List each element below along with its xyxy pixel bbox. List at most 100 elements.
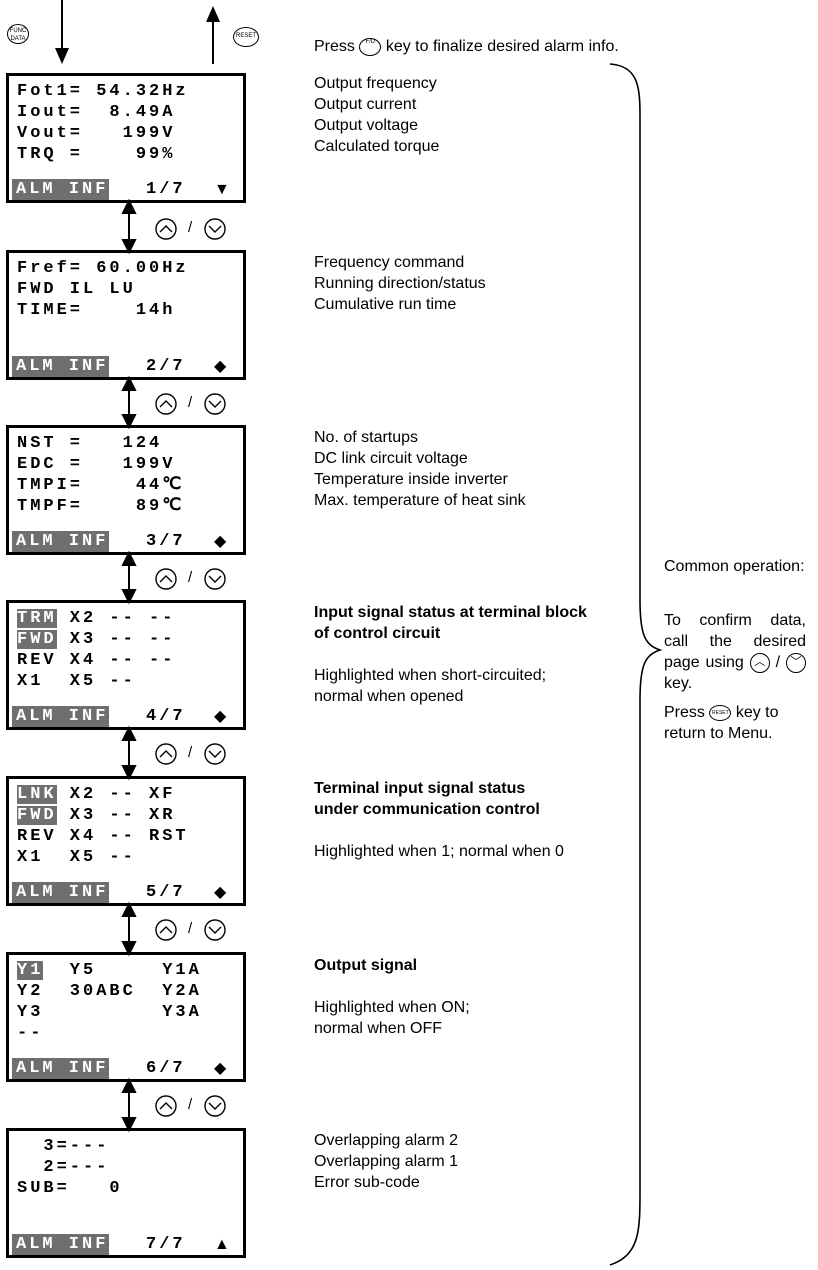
lcd-line: TIME= 14h — [17, 301, 176, 320]
lcd-line: LNK X2 -- XF — [17, 785, 175, 804]
down-indicator-icon: ▼ — [214, 181, 230, 198]
common-slash: / — [775, 654, 781, 671]
desc-title: Terminal input signal status — [314, 780, 526, 797]
diamond-indicator-icon: ◆ — [214, 533, 227, 550]
func-data-key-label: FUNC DATA — [9, 28, 27, 42]
status-bar: ALM INF 3/7 ◆ — [12, 531, 239, 552]
description-1: Output frequency Output current Output v… — [314, 73, 439, 157]
lcd-line: FWD X3 -- -- — [17, 630, 176, 649]
lcd-line: REV X4 -- -- — [17, 651, 176, 670]
nav-separator: / — [188, 394, 193, 411]
highlighted-terminal: LNK — [17, 785, 57, 804]
lcd-screen-5: LNK X2 -- XF FWD X3 -- XR REV X4 -- RST … — [6, 776, 246, 906]
page-number: 6/7 — [146, 1059, 186, 1078]
reset-key-small-icon: RESET — [709, 704, 732, 721]
common-reset-instruction: Press RESET key to return to Menu. — [664, 702, 806, 744]
lcd-text: X2 -- -- — [56, 609, 176, 628]
reset-key-icon[interactable]: RESET — [233, 27, 259, 47]
desc-line: Running direction/status — [314, 275, 486, 292]
desc-line: normal when opened — [314, 688, 464, 705]
desc-line: Overlapping alarm 2 — [314, 1132, 459, 1149]
desc-line: Calculated torque — [314, 138, 440, 155]
nav-keys-6: / — [155, 1094, 235, 1123]
description-5: Terminal input signal status under commu… — [314, 778, 564, 862]
page-number: 5/7 — [146, 883, 186, 902]
desc-line: Cumulative run time — [314, 296, 457, 313]
lcd-line: FWD X3 -- XR — [17, 806, 175, 825]
status-bar: ALM INF 7/7 ▲ — [12, 1234, 239, 1255]
lcd-screen-6: Y1 Y5 Y1A Y2 30ABC Y2A Y3 Y3A -- ALM INF… — [6, 952, 246, 1082]
common-operation-title: Common operation: — [664, 558, 805, 575]
desc-line: Temperature inside inverter — [314, 471, 508, 488]
lcd-line: Y2 30ABC Y2A — [17, 982, 202, 1001]
alm-inf-label: ALM INF — [12, 531, 110, 552]
down-key-icon — [204, 218, 226, 240]
lcd-line: Iout= 8.49A — [17, 103, 176, 122]
nav-keys-4: / — [155, 742, 235, 771]
nav-keys-3: / — [155, 567, 235, 596]
page-number: 4/7 — [146, 707, 186, 726]
description-6: Output signal Highlighted when ON; norma… — [314, 955, 470, 1039]
lcd-screen-7: 3=--- 2=--- SUB= 0 ALM INF 7/7 ▲ — [6, 1128, 246, 1258]
description-7: Overlapping alarm 2 Overlapping alarm 1 … — [314, 1130, 458, 1193]
desc-line: Overlapping alarm 1 — [314, 1153, 459, 1170]
lcd-line: NST = 124 — [17, 434, 163, 453]
highlighted-terminal: FWD — [17, 806, 57, 825]
lcd-line: EDC = 199V — [17, 455, 176, 474]
instruction-pre: Press — [314, 38, 355, 55]
nav-keys-5: / — [155, 918, 235, 947]
down-key-icon — [204, 919, 226, 941]
lcd-line: X1 X5 -- — [17, 848, 136, 867]
desc-line: Highlighted when short-circuited; — [314, 667, 547, 684]
status-bar: ALM INF 5/7 ◆ — [12, 882, 239, 903]
alm-inf-label: ALM INF — [12, 706, 110, 727]
lcd-text: X3 -- -- — [56, 630, 176, 649]
lcd-line: 2=--- — [17, 1158, 110, 1177]
common-line-1: To confirm data, call the desired page u… — [664, 612, 806, 671]
nav-separator: / — [188, 744, 193, 761]
alm-inf-label: ALM INF — [12, 882, 110, 903]
alm-inf-label: ALM INF — [12, 1058, 110, 1079]
common-line-3-post: key to return to Menu. — [664, 704, 779, 742]
description-4: Input signal status at terminal block of… — [314, 602, 587, 707]
status-bar: ALM INF 2/7 ◆ — [12, 356, 239, 377]
lcd-line: FWD IL LU — [17, 280, 136, 299]
page-number: 3/7 — [146, 532, 186, 551]
lcd-screen-4: TRM X2 -- -- FWD X3 -- -- REV X4 -- -- X… — [6, 600, 246, 730]
desc-title: under communication control — [314, 801, 540, 818]
up-key-icon — [155, 393, 177, 415]
desc-line: normal when OFF — [314, 1020, 443, 1037]
highlighted-terminal: TRM — [17, 609, 57, 628]
finalize-instruction: Press F/D key to finalize desired alarm … — [314, 36, 619, 57]
alm-inf-label: ALM INF — [12, 1234, 110, 1255]
status-bar: ALM INF 1/7 ▼ — [12, 179, 239, 200]
lcd-line: Fot1= 54.32Hz — [17, 82, 189, 101]
diamond-indicator-icon: ◆ — [214, 1060, 227, 1077]
lcd-line: 3=--- — [17, 1137, 110, 1156]
desc-line: Output voltage — [314, 117, 419, 134]
lcd-line: TMPI= 44℃ — [17, 476, 185, 495]
lcd-line: Y1 Y5 Y1A — [17, 961, 202, 980]
instruction-post: key to finalize desired alarm info. — [385, 38, 619, 55]
desc-line: Output frequency — [314, 75, 437, 92]
description-2: Frequency command Running direction/stat… — [314, 252, 486, 315]
diamond-indicator-icon: ◆ — [214, 884, 227, 901]
desc-title: Input signal status at terminal block — [314, 604, 587, 621]
description-3: No. of startups DC link circuit voltage … — [314, 427, 526, 511]
desc-line: Highlighted when 1; normal when 0 — [314, 843, 564, 860]
desc-line: DC link circuit voltage — [314, 450, 468, 467]
nav-separator: / — [188, 1096, 193, 1113]
func-data-key-icon[interactable]: FUNC DATA — [7, 24, 29, 44]
up-key-icon — [155, 919, 177, 941]
lcd-line: REV X4 -- RST — [17, 827, 189, 846]
lcd-screen-2: Fref= 60.00Hz FWD IL LU TIME= 14h ALM IN… — [6, 250, 246, 380]
common-operation-body: To confirm data, call the desired page u… — [664, 610, 806, 694]
status-bar: ALM INF 6/7 ◆ — [12, 1058, 239, 1079]
nav-keys-1: / — [155, 217, 235, 246]
nav-separator: / — [188, 569, 193, 586]
status-bar: ALM INF 4/7 ◆ — [12, 706, 239, 727]
common-line-2-end: key. — [664, 675, 693, 692]
lcd-text: Y5 Y1A — [43, 961, 202, 980]
desc-line: Error sub-code — [314, 1174, 420, 1191]
up-key-icon — [155, 568, 177, 590]
